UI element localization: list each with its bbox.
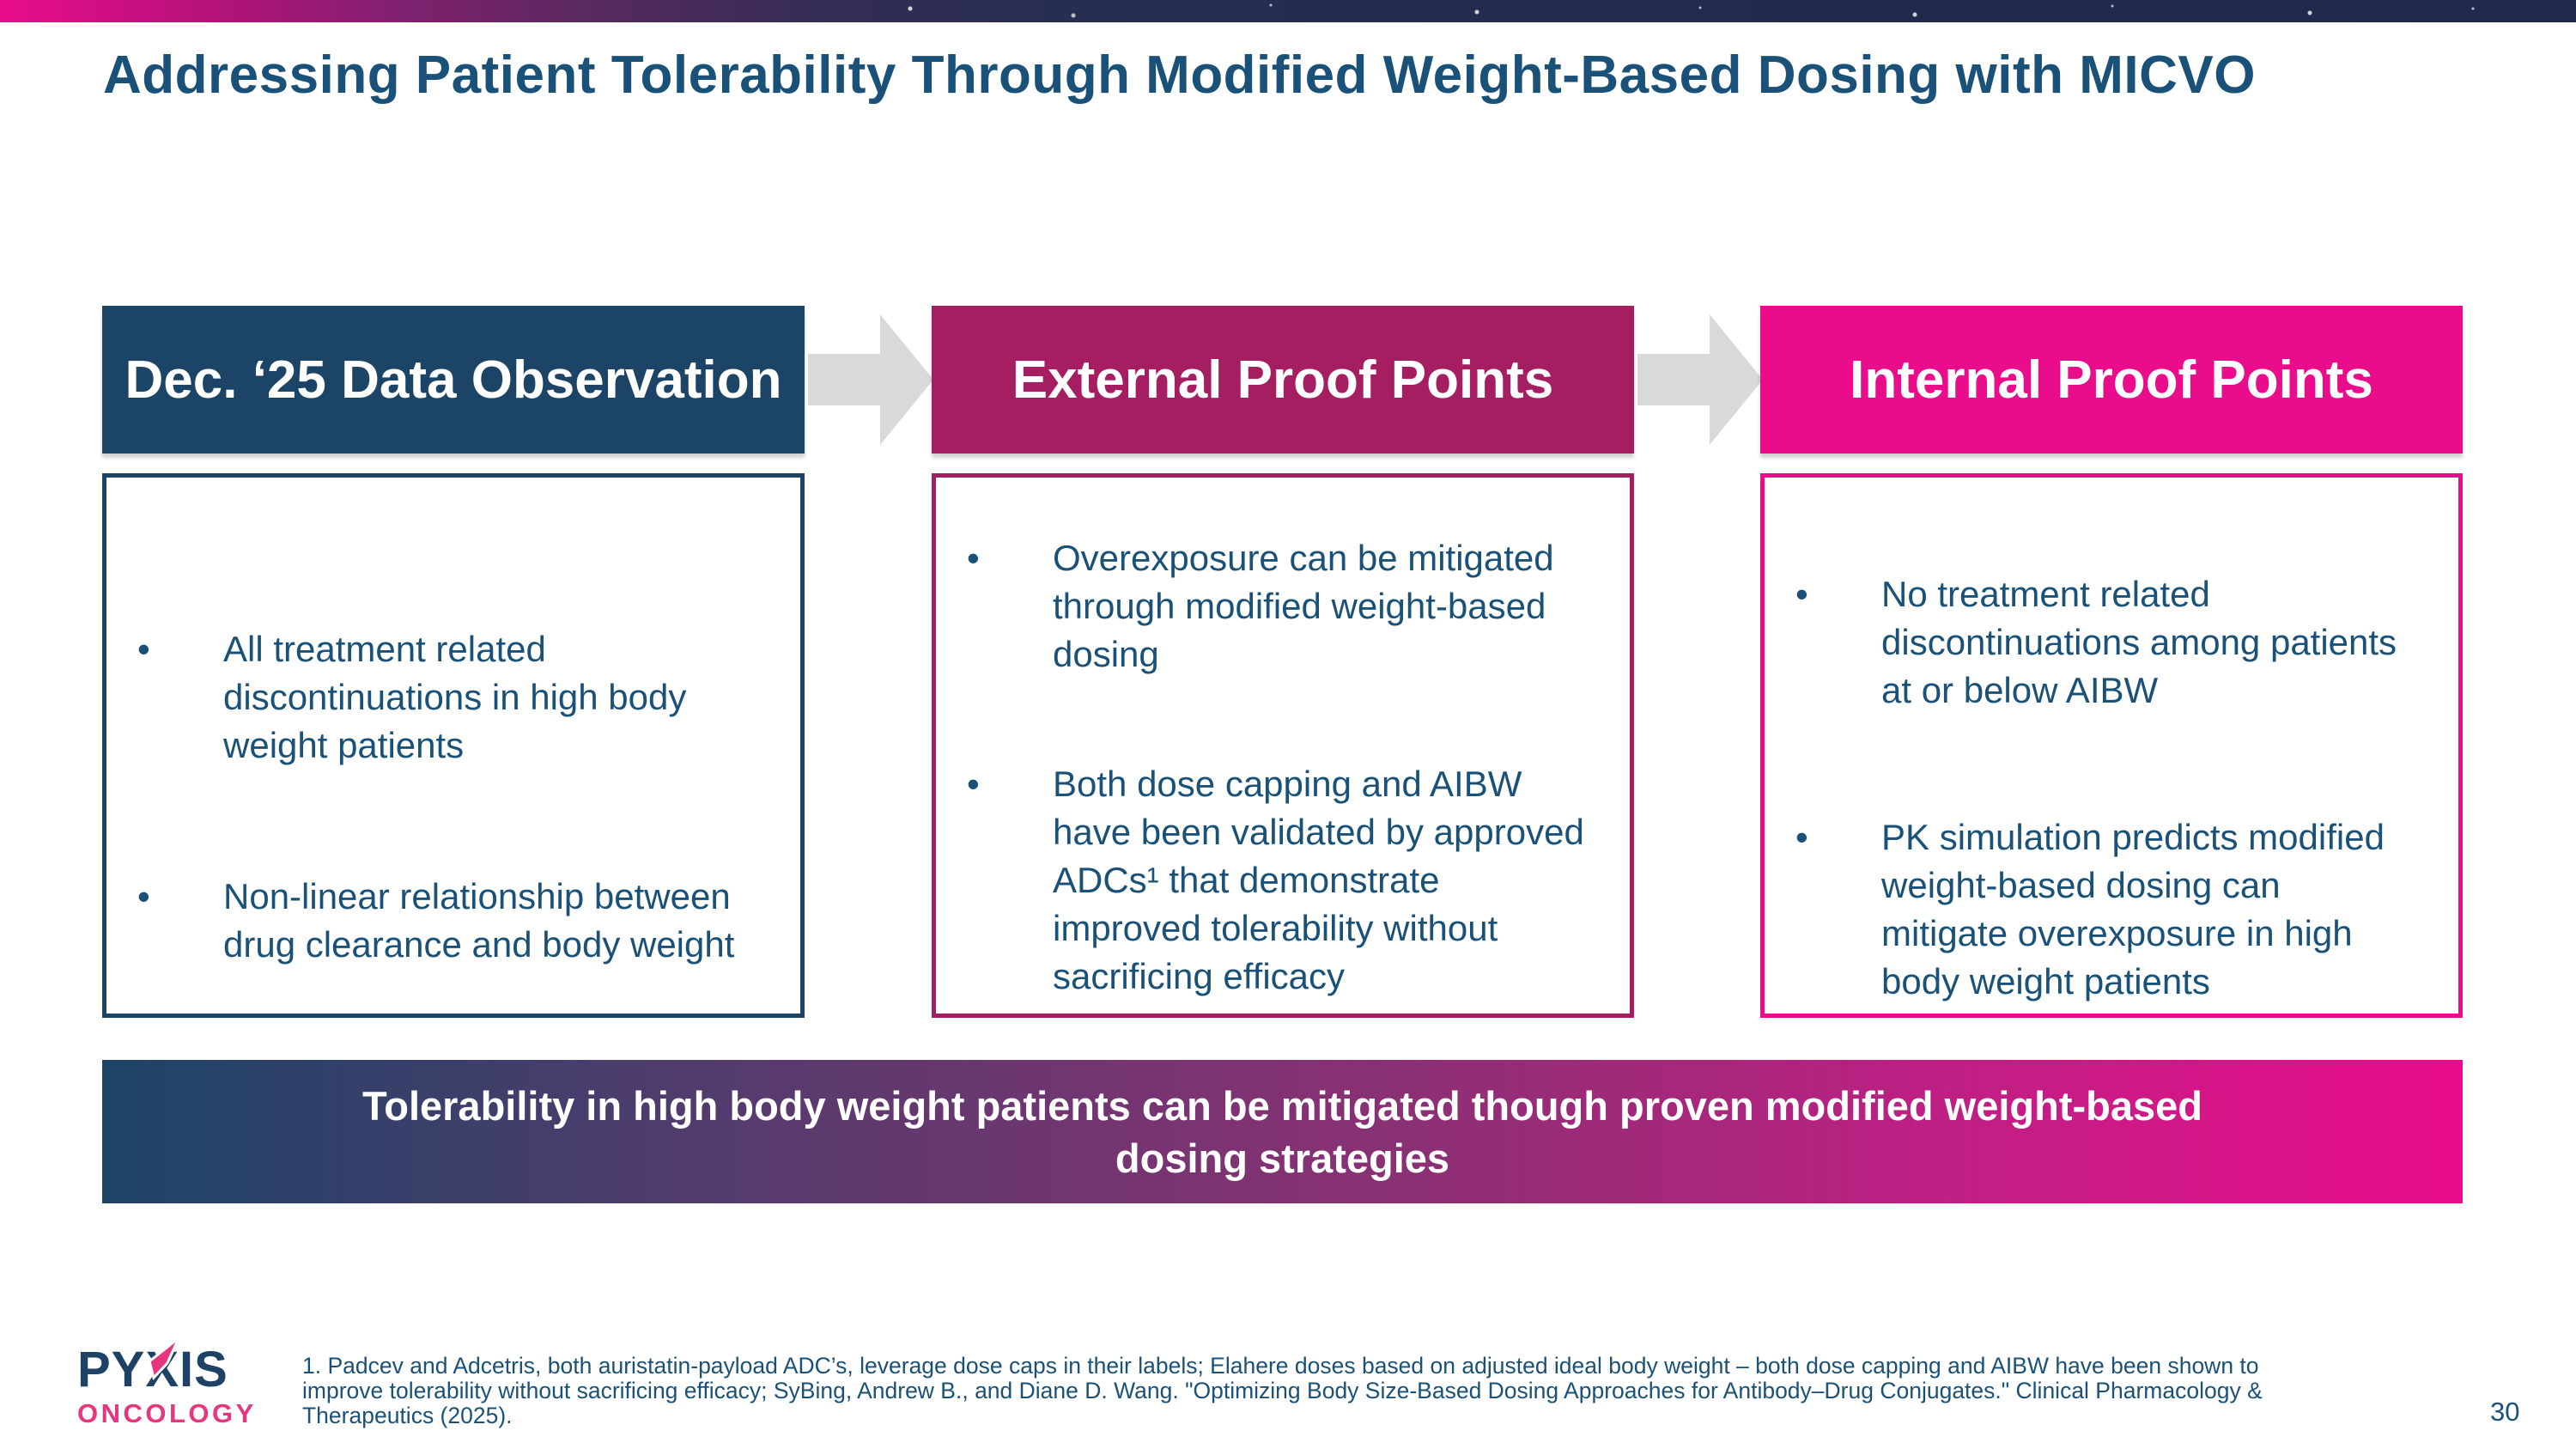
- bullet-text: Both dose capping and AIBW have been val…: [1053, 764, 1584, 996]
- list-item: • All treatment related discontinuations…: [137, 625, 775, 770]
- flow-step-internal-proof: Internal Proof Points: [1760, 306, 2463, 454]
- arrow-right-icon: [808, 314, 933, 445]
- flow-step-external-proof: External Proof Points: [932, 306, 1634, 454]
- bullet-marker: •: [967, 764, 980, 804]
- bullet-text: PK simulation predicts modified weight-b…: [1881, 817, 2385, 1002]
- starry-header-strip-image: [0, 0, 2576, 22]
- bullet-text: Non-linear relationship between drug cle…: [223, 876, 735, 965]
- takeaway-banner: Tolerability in high body weight patient…: [102, 1060, 2463, 1203]
- page-number: 30: [2490, 1397, 2520, 1427]
- content-box-internal-proof: • No treatment related discontinuations …: [1760, 473, 2463, 1018]
- logo-subtext: ONCOLOGY: [77, 1398, 257, 1428]
- flow-step-label: Internal Proof Points: [1850, 350, 2373, 410]
- list-item: • PK simulation predicts modified weight…: [1795, 813, 2441, 1006]
- bullet-text: No treatment related discontinuations am…: [1881, 574, 2397, 710]
- bullet-marker: •: [137, 629, 150, 669]
- slide-title: Addressing Patient Tolerability Through …: [103, 46, 2256, 105]
- flow-step-label: Dec. ‘25 Data Observation: [125, 350, 782, 410]
- bullet-text: Overexposure can be mitigated through mo…: [1053, 538, 1554, 674]
- flow-step-label: External Proof Points: [1012, 350, 1554, 410]
- list-item: • Both dose capping and AIBW have been v…: [967, 760, 1613, 1001]
- list-item: • Overexposure can be mitigated through …: [967, 534, 1613, 679]
- content-box-external-proof: • Overexposure can be mitigated through …: [932, 473, 1634, 1018]
- list-item: • Non-linear relationship between drug c…: [137, 873, 775, 969]
- pyxis-oncology-logo: PYXIS ONCOLOGY: [77, 1338, 292, 1429]
- bullet-text: All treatment related discontinuations i…: [223, 629, 687, 765]
- takeaway-text: Tolerability in high body weight patient…: [362, 1082, 2202, 1181]
- compass-needle-icon: [148, 1338, 180, 1380]
- logo-wordmark: PYXIS: [77, 1338, 292, 1395]
- bullet-marker: •: [1795, 817, 1808, 857]
- footnote-reference: 1. Padcev and Adcetris, both auristatin-…: [302, 1353, 2263, 1428]
- bullet-marker: •: [967, 538, 980, 578]
- bullet-marker: •: [137, 876, 150, 916]
- arrow-right-icon: [1637, 314, 1763, 445]
- list-item: • No treatment related discontinuations …: [1795, 570, 2441, 715]
- flow-step-data-observation: Dec. ‘25 Data Observation: [102, 306, 805, 454]
- bullet-marker: •: [1795, 574, 1808, 614]
- content-box-data-observation: • All treatment related discontinuations…: [102, 473, 805, 1018]
